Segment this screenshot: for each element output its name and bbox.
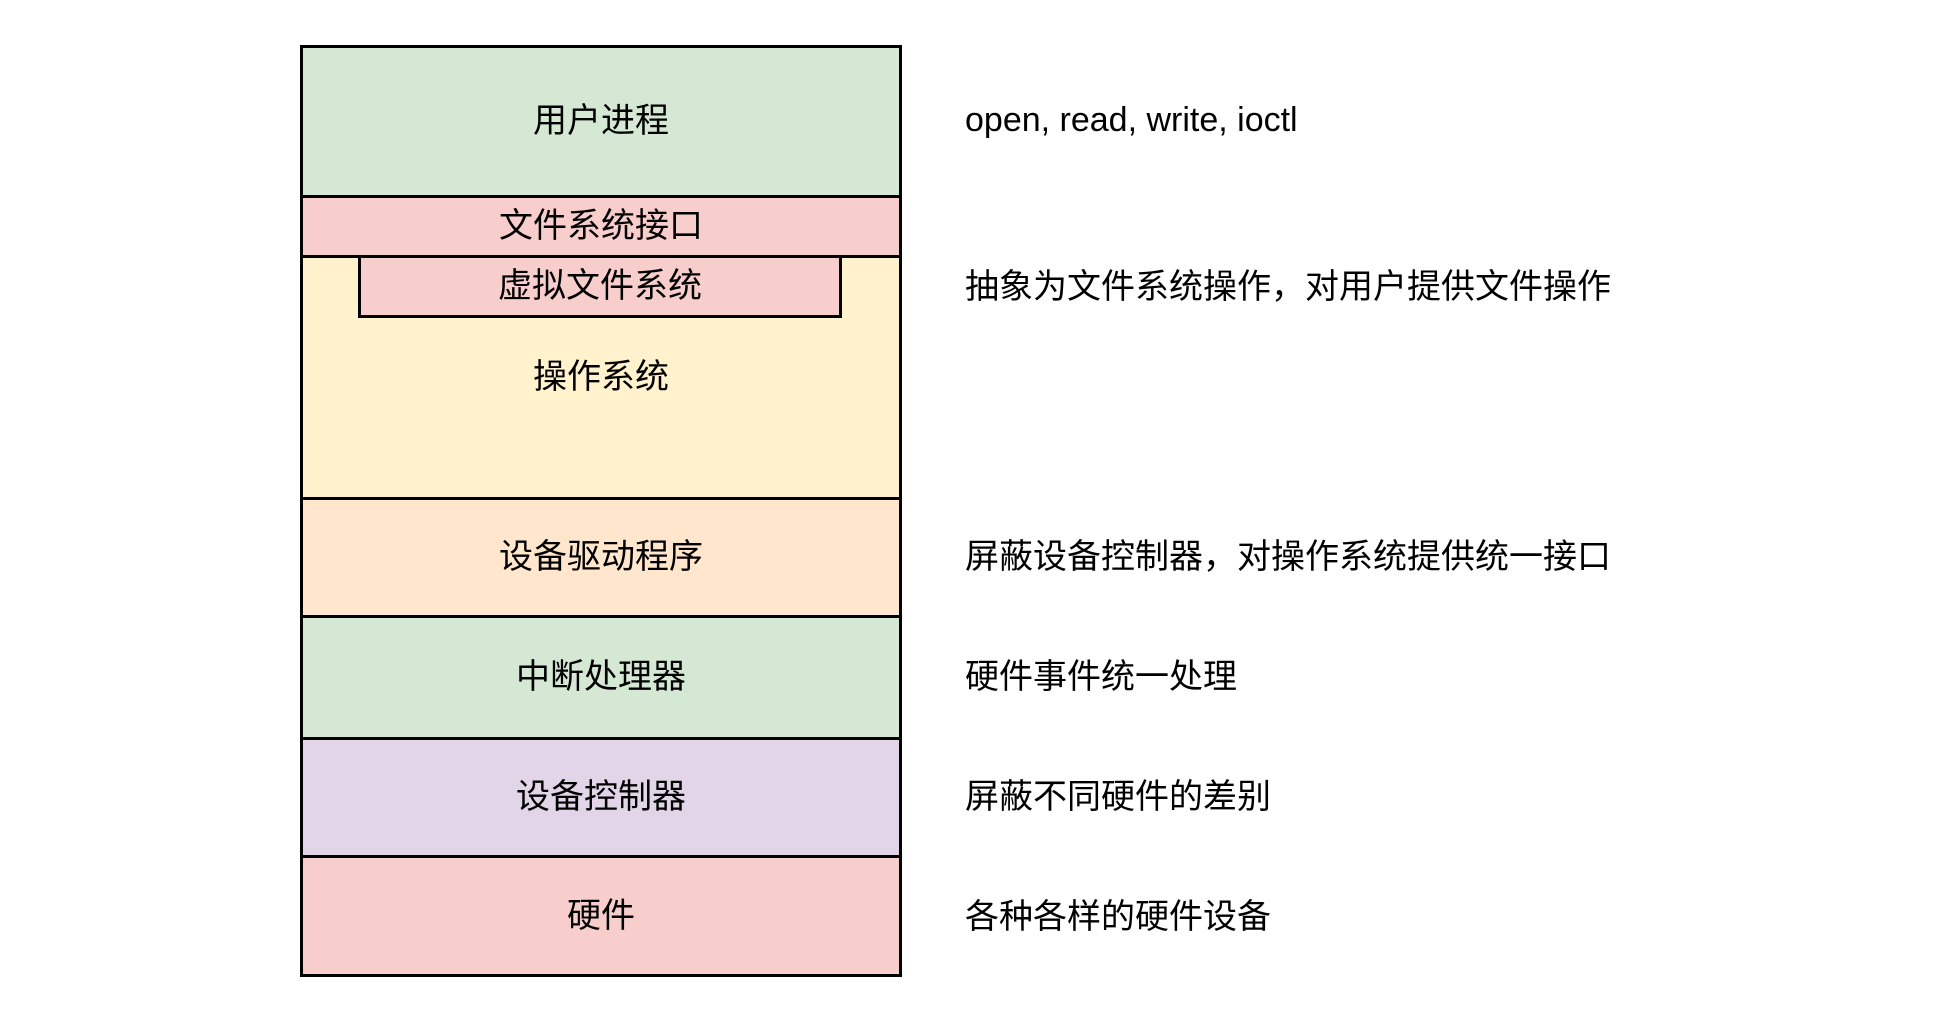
layer-os-label: 操作系统 — [533, 358, 669, 397]
layer-user-process-label: 用户进程 — [533, 102, 669, 141]
annotation-device-controller: 屏蔽不同硬件的差别 — [965, 778, 1271, 816]
layer-fs-interface: 文件系统接口 — [303, 198, 899, 258]
layer-hardware-label: 硬件 — [567, 896, 635, 935]
layer-user-process: 用户进程 — [303, 48, 899, 198]
layer-device-controller-label: 设备控制器 — [516, 778, 686, 817]
annotation-device-driver: 屏蔽设备控制器，对操作系统提供统一接口 — [965, 538, 1611, 576]
annotation-hardware: 各种各样的硬件设备 — [965, 898, 1271, 936]
layer-virtual-file-system-label: 虚拟文件系统 — [498, 267, 702, 306]
layer-hardware: 硬件 — [303, 858, 899, 974]
annotation-interrupt-handler: 硬件事件统一处理 — [965, 658, 1237, 696]
layer-device-driver-label: 设备驱动程序 — [499, 538, 703, 577]
layer-virtual-file-system: 虚拟文件系统 — [358, 258, 842, 318]
annotation-vfs: 抽象为文件系统操作，对用户提供文件操作 — [965, 268, 1611, 306]
layer-device-driver: 设备驱动程序 — [303, 500, 899, 618]
layer-fs-interface-label: 文件系统接口 — [499, 207, 703, 246]
layer-os: 虚拟文件系统 操作系统 — [303, 258, 899, 500]
layer-stack: 用户进程 文件系统接口 虚拟文件系统 操作系统 设备驱动程序 中断处理器 设备控… — [300, 45, 902, 977]
layer-interrupt-handler: 中断处理器 — [303, 618, 899, 740]
layer-interrupt-handler-label: 中断处理器 — [516, 658, 686, 697]
layer-device-controller: 设备控制器 — [303, 740, 899, 858]
annotation-syscalls: open, read, write, ioctl — [965, 101, 1298, 139]
